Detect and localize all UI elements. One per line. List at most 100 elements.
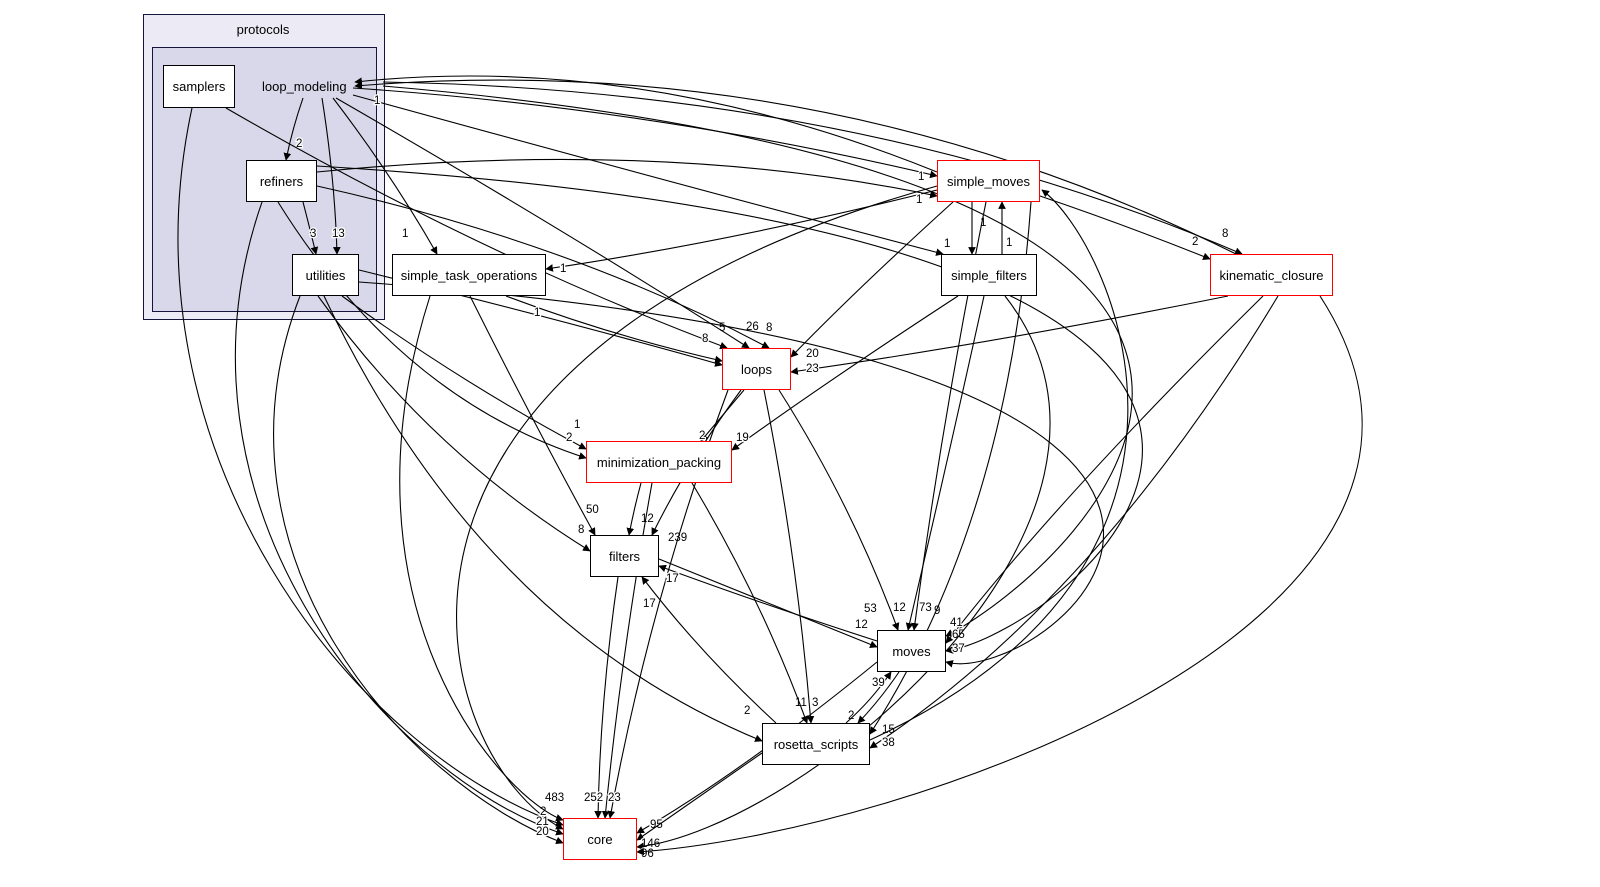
node-minimization_packing[interactable]: minimization_packing xyxy=(586,441,732,483)
edge-label-refiners-loops: 8 xyxy=(766,322,772,334)
edge-label-simple_moves-core: 483 xyxy=(545,792,564,804)
edge-label-kinematic_closure-loops: 23 xyxy=(806,363,819,375)
edge-loop_modeling-refiners xyxy=(283,97,304,161)
edge-label-simple_filters-moves: 12 xyxy=(893,602,906,614)
edge-kinematic_closure-moves xyxy=(945,295,1264,644)
edge-rosetta_scripts-simple_moves xyxy=(869,189,1129,741)
edge-label-simple_task_operations-filters: 50 xyxy=(586,504,599,516)
edge-label-minimization_packing-rosetta_scripts: 3 xyxy=(812,697,818,709)
edge-label-loops-moves: 53 xyxy=(864,603,877,615)
edge-label-refiners-minimization_packing: 2 xyxy=(566,432,572,444)
edge-simple_filters-moves xyxy=(905,295,985,631)
edge-kinematic_closure-rosetta_scripts xyxy=(869,295,1279,749)
edge-refiners-moves xyxy=(316,165,1143,654)
edge-label-moves-filters: 17 xyxy=(666,573,679,585)
edge-refiners-simple_moves xyxy=(316,158,938,199)
edge-label-simple_filters-core: 96 xyxy=(641,848,654,860)
node-refiners[interactable]: refiners xyxy=(246,160,317,202)
edge-label-refiners-utilities: 3 xyxy=(310,228,316,240)
node-samplers[interactable]: samplers xyxy=(163,65,235,108)
edge-refiners-utilities xyxy=(302,201,319,255)
edge-label-loops-minimization_packing: 2 xyxy=(699,430,705,442)
edge-label-rosetta_scripts-filters: 17 xyxy=(643,598,656,610)
edge-label-filters-moves: 12 xyxy=(855,619,868,631)
edge-refiners-minimization_packing xyxy=(277,201,587,460)
node-core[interactable]: core xyxy=(563,818,637,860)
edge-simple_moves-simple_task_operations xyxy=(545,189,938,272)
edge-filters-core xyxy=(594,576,619,819)
edge-samplers-core xyxy=(177,107,564,827)
edge-simple_moves-loop_modeling xyxy=(354,75,938,173)
edge-label-loop_modeling-simple_task_operations: 1 xyxy=(402,228,408,240)
node-loops[interactable]: loops xyxy=(722,348,791,390)
edge-simple_moves-kinematic_closure xyxy=(1039,195,1211,260)
edge-filters-moves xyxy=(658,558,878,648)
edge-label-utilities-loops: 8 xyxy=(702,333,708,345)
edge-moves-filters xyxy=(658,564,878,642)
edge-label-utilities-filters: 8 xyxy=(578,524,584,536)
edge-rosetta_scripts-filters xyxy=(641,576,777,724)
edge-label-samplers-core: 2 xyxy=(540,806,546,818)
edge-label-utilities-moves: 37 xyxy=(952,643,965,655)
edge-loop_modeling-moves xyxy=(382,85,1133,637)
edge-label-simple_moves-kinematic_closure: 2 xyxy=(1192,236,1198,248)
edge-loop_modeling-loops xyxy=(335,97,750,349)
edge-label-moves-rosetta_scripts: 2 xyxy=(848,710,854,722)
edge-loops-moves xyxy=(778,389,900,631)
node-filters[interactable]: filters xyxy=(590,535,659,577)
edge-label-loop_modeling-simple_filters: 1 xyxy=(944,238,950,250)
edge-rosetta_scripts-core xyxy=(636,752,763,841)
edge-loop_modeling-kinematic_closure xyxy=(382,81,1243,255)
edge-loop_modeling-simple_moves xyxy=(352,87,938,179)
edge-minimization_packing-filters xyxy=(626,482,642,536)
node-moves[interactable]: moves xyxy=(877,630,946,672)
edge-simple_task_operations-filters xyxy=(469,295,596,536)
edge-moves-core xyxy=(636,661,878,834)
edge-label-loop_modeling-simple_moves: 1 xyxy=(918,171,924,183)
node-simple_task_operations[interactable]: simple_task_operations xyxy=(392,254,546,296)
edge-label-simple_filters-minimization_packing: 19 xyxy=(736,432,749,444)
edge-label-utilities-rosetta_scripts: 2 xyxy=(744,705,750,717)
edge-loop_modeling-simple_task_operations xyxy=(332,97,438,255)
edge-label-simple_task_operations-loops: 1 xyxy=(534,307,540,319)
edge-kinematic_closure-loops xyxy=(790,295,1229,375)
edge-label-loops-rosetta_scripts: 11 xyxy=(795,697,807,709)
edge-utilities-moves xyxy=(358,281,1104,668)
edge-minimization_packing-core xyxy=(601,482,653,819)
edge-label-filters-core: 252 xyxy=(584,792,603,804)
edge-loops-rosetta_scripts xyxy=(763,389,815,724)
edge-label-refiners-core: 21 xyxy=(536,816,549,828)
edge-simple_moves-loops xyxy=(790,201,954,358)
edge-label-simple_moves-loops: 20 xyxy=(806,348,819,360)
edge-utilities-minimization_packing xyxy=(341,295,587,450)
node-kinematic_closure[interactable]: kinematic_closure xyxy=(1210,254,1333,296)
edge-moves-rosetta_scripts xyxy=(857,671,900,724)
edge-simple_filters-minimization_packing xyxy=(731,295,959,451)
edge-label-loop_modeling-utilities: 13 xyxy=(332,228,345,240)
cluster-protocols-label: protocols xyxy=(236,22,290,37)
node-simple_moves[interactable]: simple_moves xyxy=(937,160,1040,202)
cluster-loop-modeling-label: loop_modeling xyxy=(262,79,347,94)
edge-minimization_packing-rosetta_scripts xyxy=(691,482,809,724)
edge-refiners-core xyxy=(234,201,564,836)
edge-samplers-loops xyxy=(225,107,728,350)
edge-utilities-rosetta_scripts xyxy=(323,295,763,742)
edge-utilities-core xyxy=(273,295,564,845)
edge-label-simple_moves-simple_filters: 1 xyxy=(980,217,986,229)
edge-refiners-loops xyxy=(316,185,770,349)
edge-loop_modeling-utilities xyxy=(321,97,341,255)
edge-rosetta_scripts-moves xyxy=(845,671,892,724)
edge-label-rosetta_scripts-core: 146 xyxy=(641,838,660,850)
edge-label-samplers-loops: 5 xyxy=(719,322,725,334)
edge-label-minimization_packing-filters: 12 xyxy=(641,513,654,525)
edge-label-refiners-simple_moves: 1 xyxy=(916,194,922,206)
node-rosetta_scripts[interactable]: rosetta_scripts xyxy=(762,723,870,765)
edge-label-loop_modeling-moves: 41 xyxy=(950,617,963,629)
edge-simple_filters-core xyxy=(636,295,1051,851)
node-utilities[interactable]: utilities xyxy=(292,254,359,296)
node-simple_filters[interactable]: simple_filters xyxy=(941,254,1037,296)
edge-label-loop_modeling-refiners: 2 xyxy=(296,138,302,150)
edge-kinematic_closure-loop_modeling xyxy=(354,79,1237,255)
